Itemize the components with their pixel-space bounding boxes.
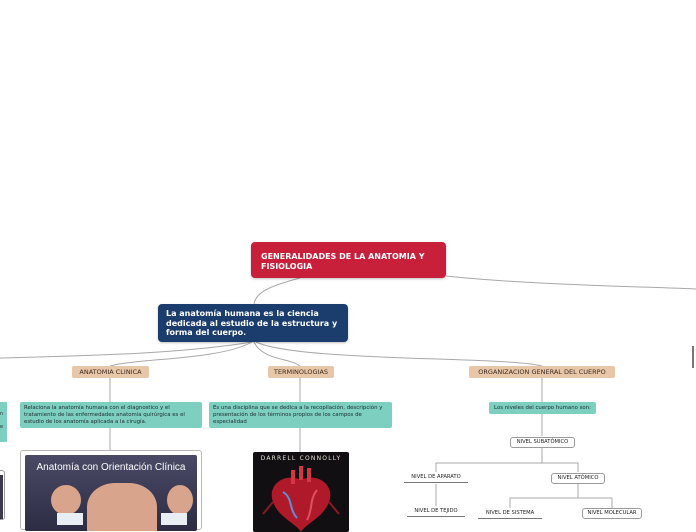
offscreen-right-topic[interactable] [692, 346, 696, 368]
anatomia-book-image[interactable]: Anatomía con Orientación Clínica [20, 450, 202, 531]
topic-nivel-sistema[interactable]: NIVEL DE SISTEMA [478, 509, 542, 519]
heart-illustration [262, 466, 340, 532]
small-torso-illustration [167, 485, 193, 515]
callout-note [161, 513, 187, 525]
offscreen-left-image[interactable] [0, 470, 5, 520]
topic-nivel-molecular[interactable]: NIVEL MOLECULAR [582, 508, 642, 519]
topic-organizacion-general-label: ORGANIZACION GENERAL DEL CUERPO [478, 368, 606, 376]
offscreen-left-topic[interactable]: n e [0, 402, 7, 442]
nivel-aparato-label: NIVEL DE APARATO [411, 474, 461, 480]
book-author: DARRELL CONNOLLY [260, 455, 342, 462]
topic-nivel-aparato[interactable]: NIVEL DE APARATO [404, 473, 468, 483]
nivel-atomico-label: NIVEL ATÓMICO [557, 475, 599, 481]
main-topic[interactable]: La anatomía humana es la ciencia dedicad… [158, 304, 348, 342]
nivel-subatomico-label: NIVEL SUBATÓMICO [516, 439, 569, 445]
line-subatomic-split [435, 448, 579, 472]
nivel-molecular-label: NIVEL MOLECULAR [587, 510, 637, 516]
topic-nivel-subatomico[interactable]: NIVEL SUBATÓMICO [510, 437, 575, 448]
line-root-right [445, 275, 696, 290]
main-topic-label: La anatomía humana es la ciencia dedicad… [166, 309, 338, 337]
line-root-main [253, 277, 301, 305]
connector-lines [0, 275, 696, 508]
callout-note [57, 513, 83, 525]
offscreen-left-image-fill [0, 475, 3, 519]
torso-illustration [87, 483, 157, 531]
line-main-org [255, 341, 543, 367]
topic-anatomia-clinica[interactable]: ANATOMIA CLINICA [72, 366, 149, 378]
nivel-sistema-label: NIVEL DE SISTEMA [485, 510, 535, 516]
description-anatomia-clinica[interactable]: Relaciona la anatomía humana con el diag… [20, 402, 202, 428]
mind-map-canvas: GENERALIDADES DE LA ANATOMIA Y FISIOLOGI… [0, 242, 696, 532]
terminologia-book-image[interactable]: DARRELL CONNOLLY [253, 452, 349, 532]
line-main-term [253, 341, 301, 367]
root-topic[interactable]: GENERALIDADES DE LA ANATOMIA Y FISIOLOGI… [251, 242, 446, 278]
nivel-tejido-label: NIVEL DE TEJIDO [414, 508, 458, 514]
topic-organizacion-general[interactable]: ORGANIZACION GENERAL DEL CUERPO [469, 366, 615, 378]
topic-terminologias[interactable]: TERMINOLOGIAS [268, 366, 334, 378]
description-organizacion-text: Los niveles del cuerpo humano son: [494, 405, 591, 411]
line-main-left [0, 341, 253, 359]
description-terminologias-text: Es una disciplina que se dedica a la rec… [213, 405, 383, 425]
line-main-anat [109, 341, 253, 367]
topic-anatomia-clinica-label: ANATOMIA CLINICA [79, 368, 142, 376]
topic-terminologias-label: TERMINOLOGIAS [273, 368, 329, 376]
line-atomic-split [509, 484, 613, 508]
offscreen-left-text: e [0, 424, 4, 430]
description-anatomia-clinica-text: Relaciona la anatomía humana con el diag… [24, 405, 185, 425]
topic-nivel-atomico[interactable]: NIVEL ATÓMICO [551, 473, 605, 484]
anatomia-book-title: Anatomía con Orientación Clínica [36, 462, 186, 473]
root-topic-label: GENERALIDADES DE LA ANATOMIA Y FISIOLOGI… [261, 252, 425, 271]
topic-nivel-tejido[interactable]: NIVEL DE TEJIDO [407, 507, 465, 517]
description-organizacion[interactable]: Los niveles del cuerpo humano son: [489, 402, 596, 414]
description-terminologias[interactable]: Es una disciplina que se dedica a la rec… [209, 402, 392, 428]
offscreen-left-text: n [0, 411, 4, 417]
small-torso-illustration [51, 485, 81, 515]
